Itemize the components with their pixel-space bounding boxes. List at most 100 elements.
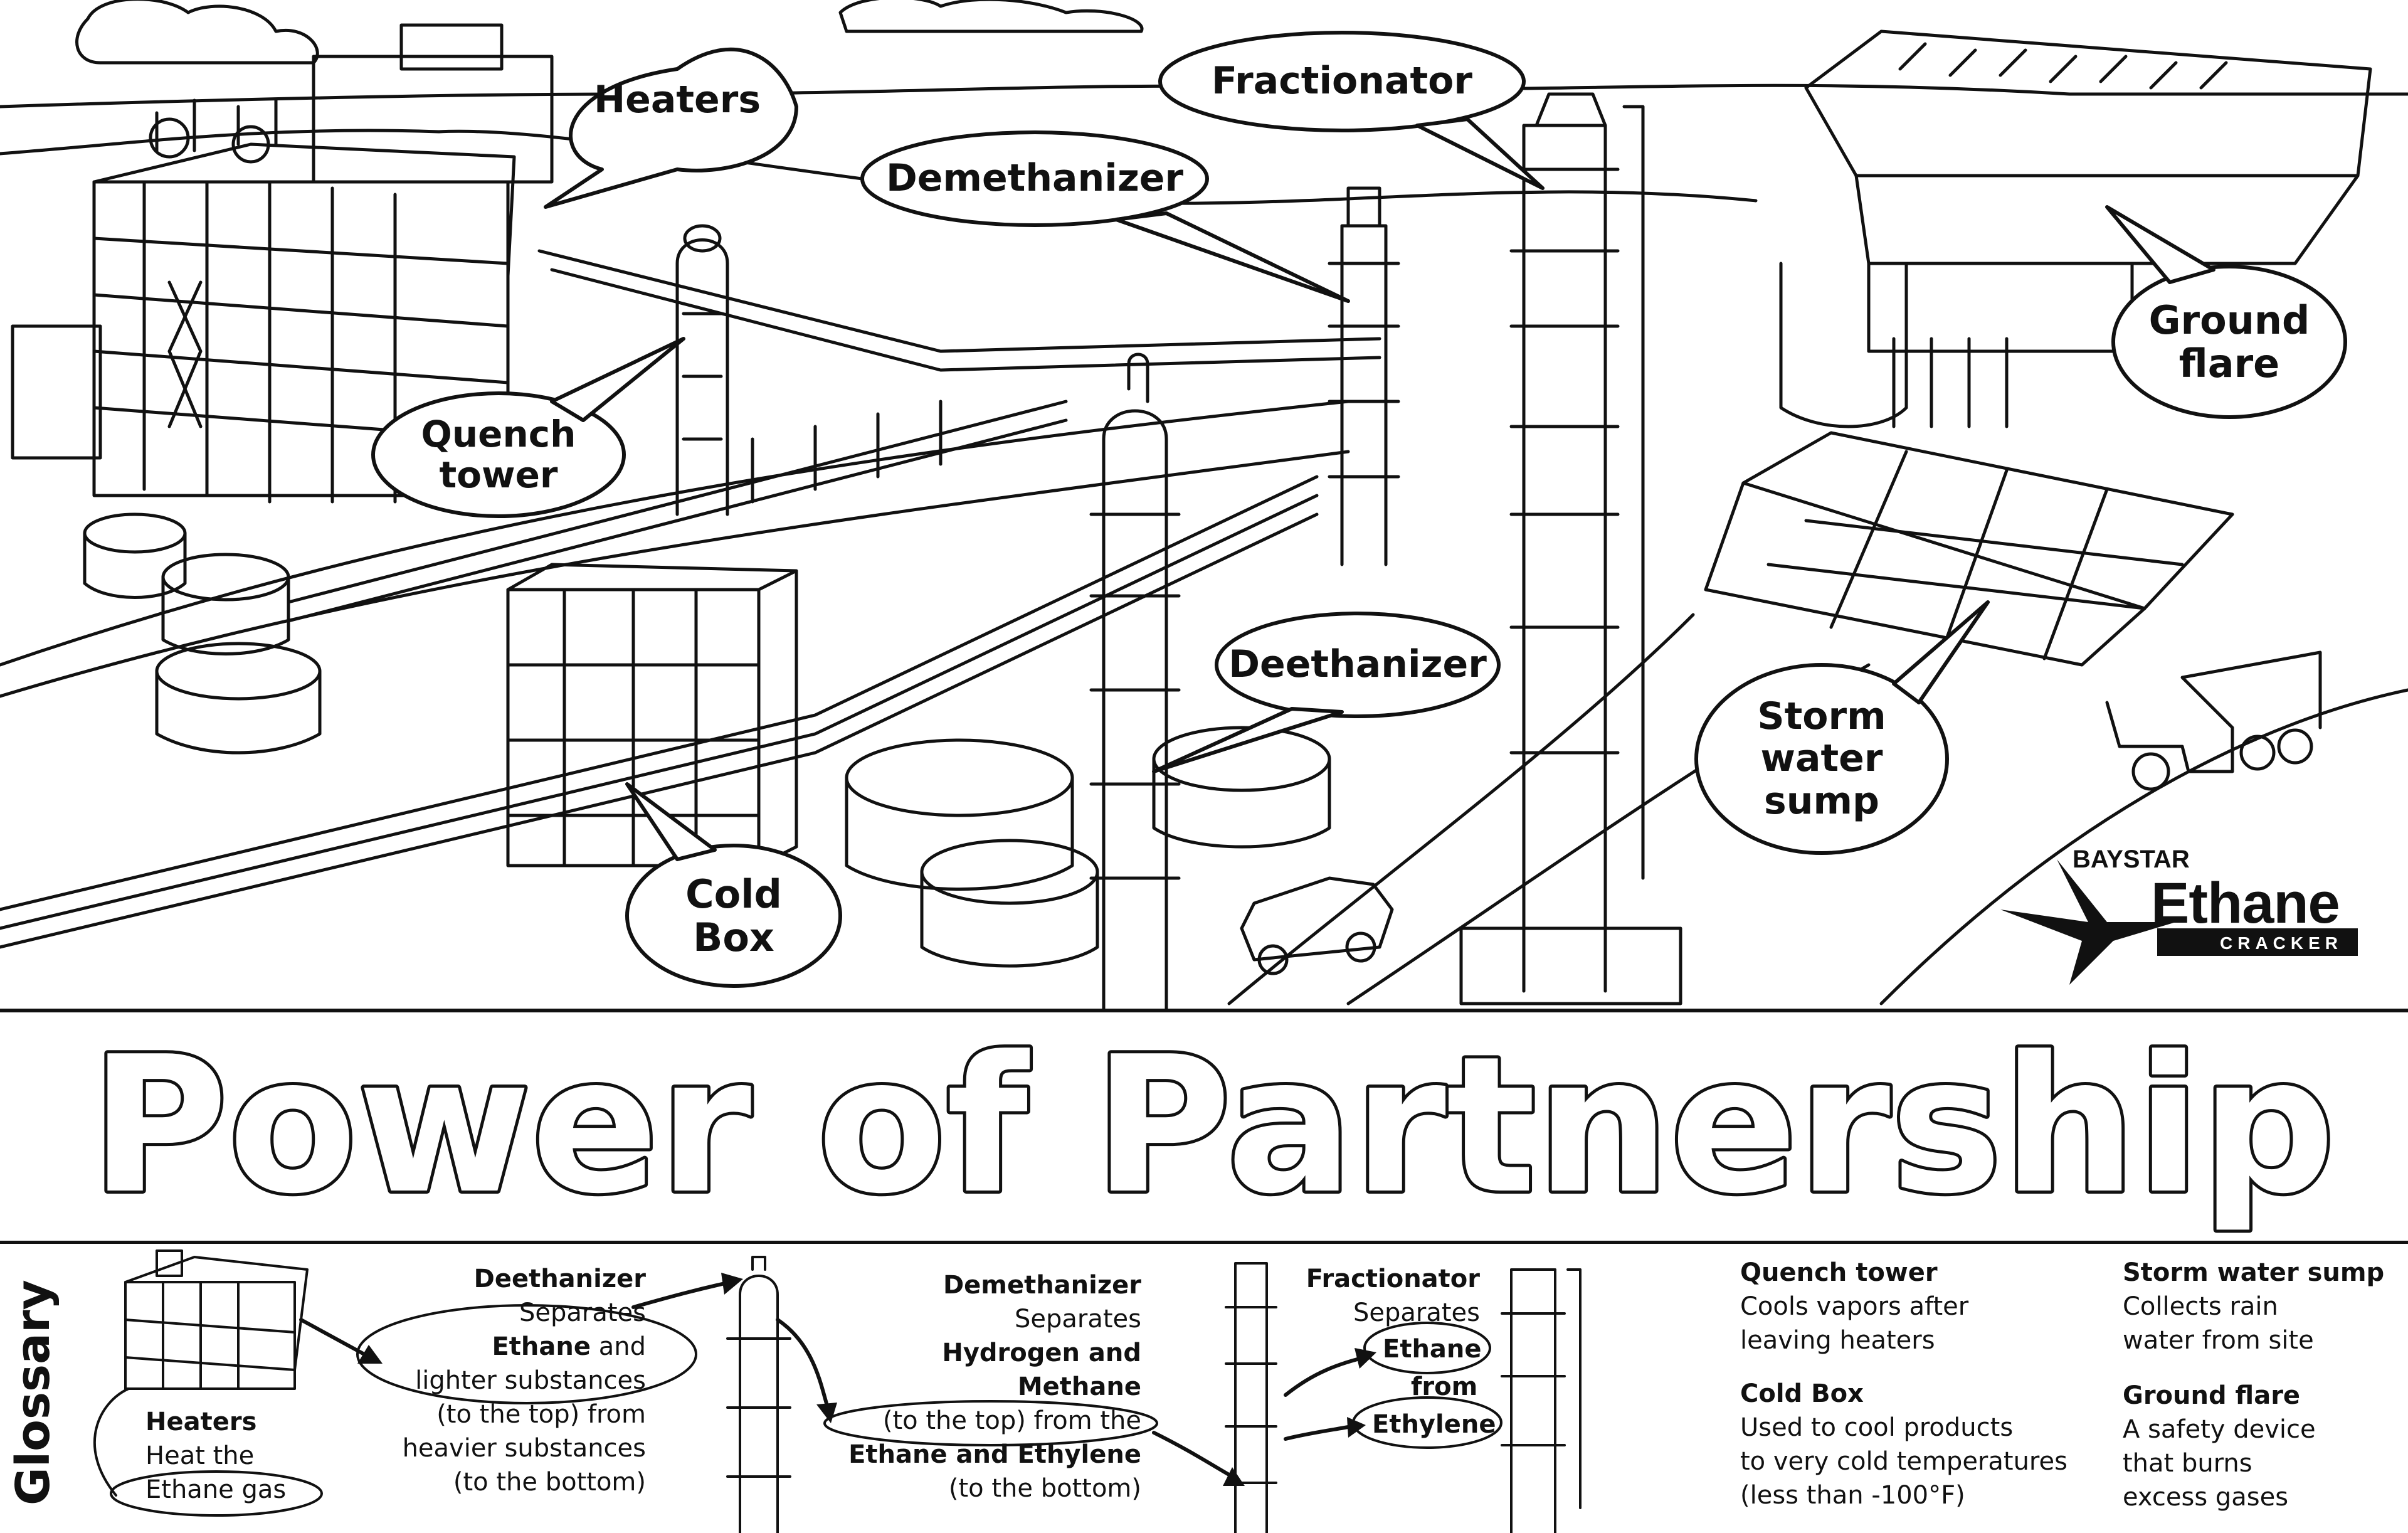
glossary-diagram xyxy=(93,1249,1582,1533)
glossary-fractionator-name: Fractionator xyxy=(1306,1265,1480,1293)
dump-truck xyxy=(2105,650,2322,791)
arrow-deeth-to-column xyxy=(631,1280,732,1309)
groundflare-tail xyxy=(2105,205,2215,284)
divider-glossary xyxy=(0,1241,2408,1244)
arrow-frac-to-ethylene xyxy=(1284,1424,1353,1441)
glossary-fractionator-ethane: Ethane xyxy=(1383,1335,1482,1364)
road-edge xyxy=(0,450,1350,698)
logo-brand: BAYSTAR xyxy=(2073,846,2190,873)
glossary-flare-name: Ground flare xyxy=(2123,1381,2301,1410)
glossary-deethanizer-ethane: Ethane xyxy=(492,1332,591,1361)
deethanizer-tail xyxy=(1152,707,1344,773)
deethanizer-column xyxy=(1089,353,1181,1011)
glossary-coldbox-line2: to very cold temperatures xyxy=(1740,1447,2067,1476)
logo-star-mark xyxy=(2000,859,2176,985)
glossary-flare-line2: that burns xyxy=(2123,1449,2252,1478)
cold-box-callout: Cold Box xyxy=(640,859,828,972)
glossary-coldbox-line1: Used to cool products xyxy=(1740,1413,2014,1442)
demethanizer-column xyxy=(1328,186,1400,566)
heater-building xyxy=(11,23,554,504)
page-title: Power of Partnership xyxy=(90,1021,2335,1234)
glossary-demethanizer-line3: (to the top) from the xyxy=(882,1406,1141,1435)
fractionator-tail xyxy=(1415,117,1545,190)
glossary-flare-line3: excess gases xyxy=(2123,1483,2289,1512)
logo-bar xyxy=(2157,928,2358,956)
glossary-quench-tower: Quench tower Cools vapors after leaving … xyxy=(1740,1256,1968,1357)
logo-word: Ethane xyxy=(2151,871,2340,935)
arrowhead xyxy=(721,1273,743,1295)
arrow-demeth-to-frac xyxy=(1152,1431,1234,1478)
glossary-quench-line2: leaving heaters xyxy=(1740,1326,1935,1355)
arrowhead xyxy=(1354,1348,1376,1369)
storm-callout-line3: sump xyxy=(1764,778,1879,823)
ground-flare-callout: Ground flare xyxy=(2126,282,2333,401)
title-banner: Power of Partnership xyxy=(87,1021,2338,1234)
demethanizer-callout-label: Demethanizer xyxy=(885,156,1184,201)
glossary-ground-flare: Ground flare A safety device that burns … xyxy=(2123,1379,2316,1514)
arrow-frac-to-ethane xyxy=(1284,1355,1366,1397)
quench-tower-callout: Quench tower xyxy=(386,401,611,508)
glossary-quench-name: Quench tower xyxy=(1740,1258,1938,1287)
glossary-demethanizer-line2: Hydrogen and Methane xyxy=(942,1339,1141,1401)
glossary-deethanizer-name: Deethanizer xyxy=(473,1265,646,1293)
fractionator-callout: Fractionator xyxy=(1166,56,1518,107)
demethanizer-circle xyxy=(823,1400,1158,1446)
arrowhead xyxy=(816,1403,837,1423)
glossary-demethanizer: Demethanizer Separates Hydrogen and Meth… xyxy=(815,1268,1141,1505)
glossary-heaters-line2: Ethane gas xyxy=(145,1475,287,1504)
storm-tail xyxy=(1892,600,1990,704)
storm-bubble-shape xyxy=(1694,663,1949,855)
quench-bubble-shape xyxy=(371,391,626,518)
coldbox-bubble-shape xyxy=(625,844,842,988)
cloud xyxy=(838,0,1144,33)
storm-sump-structure xyxy=(1704,431,2234,667)
glossary-label-box: Glossary xyxy=(6,1280,60,1505)
deethanizer-bubble-shape xyxy=(1215,612,1501,718)
arrow-heater-to-deeth xyxy=(299,1318,372,1359)
demethanizer-bubble-shape xyxy=(860,130,1209,227)
pickup-truck xyxy=(1240,876,1394,975)
glossary-fractionator: Fractionator Separates xyxy=(1273,1262,1480,1330)
heaters-callout-label: Heaters xyxy=(593,78,761,122)
coldbox-callout-line1: Cold xyxy=(685,871,782,917)
glossary-deethanizer-line4: (to the top) from xyxy=(436,1400,646,1429)
coldbox-callout-line2: Box xyxy=(693,915,774,960)
glossary-deethanizer-line2: Ethane and xyxy=(376,1330,646,1364)
demethanizer-callout: Demethanizer xyxy=(865,154,1204,204)
glossary-quench-line1: Cools vapors after xyxy=(1740,1292,1969,1321)
storm-water-sump-callout: Storm water sump xyxy=(1712,681,1931,837)
glossary-heaters: Heaters Heat the Ethane gas xyxy=(145,1405,286,1507)
glossary-demethanizer-line5: (to the bottom) xyxy=(948,1474,1141,1503)
heaters-callout: Heaters xyxy=(564,75,790,125)
deethanizer-circle xyxy=(356,1304,697,1404)
deethanizer-callout: Deethanizer xyxy=(1220,640,1496,690)
quench-callout-line1: Quench xyxy=(421,413,576,456)
glossary-storm-line2: water from site xyxy=(2123,1326,2314,1355)
arrow-column-to-demeth xyxy=(776,1318,830,1409)
logo-sub: CRACKER xyxy=(2220,933,2343,953)
road-edge xyxy=(1227,613,1695,1005)
groundflare-bubble-shape xyxy=(2111,265,2347,419)
glossary-demethanizer-line1: Separates xyxy=(1015,1305,1141,1334)
quench-tail xyxy=(550,337,685,422)
glossary-deethanizer-and: and xyxy=(598,1332,646,1361)
glossary-fractionator-ethylene: Ethylene xyxy=(1372,1410,1496,1439)
arrowhead xyxy=(1347,1417,1366,1438)
coldbox-tail xyxy=(625,782,717,861)
glossary-fractionator-from: from xyxy=(1411,1372,1478,1401)
fractionator-callout-label: Fractionator xyxy=(1212,59,1472,103)
glossary-deethanizer-line6: (to the bottom) xyxy=(453,1468,646,1497)
glossary-demethanizer-icon xyxy=(1225,1262,1277,1533)
glossary-storm-line1: Collects rain xyxy=(2123,1292,2278,1321)
groundflare-callout-line1: Ground xyxy=(2148,297,2310,343)
glossary-demethanizer-name: Demethanizer xyxy=(943,1271,1141,1300)
glossary-deethanizer-line1: Separates xyxy=(519,1298,646,1327)
glossary-storm-name: Storm water sump xyxy=(2123,1258,2385,1287)
fractionator-column xyxy=(1459,92,1682,1005)
arrowhead xyxy=(357,1345,383,1364)
fractionator-bubble-shape xyxy=(1158,31,1526,132)
demethanizer-tail xyxy=(1114,211,1350,303)
storm-callout-line1: Storm xyxy=(1757,694,1886,739)
glossary-storm-water-sump: Storm water sump Collects rain water fro… xyxy=(2123,1256,2384,1357)
quench-callout-line2: tower xyxy=(439,454,558,496)
